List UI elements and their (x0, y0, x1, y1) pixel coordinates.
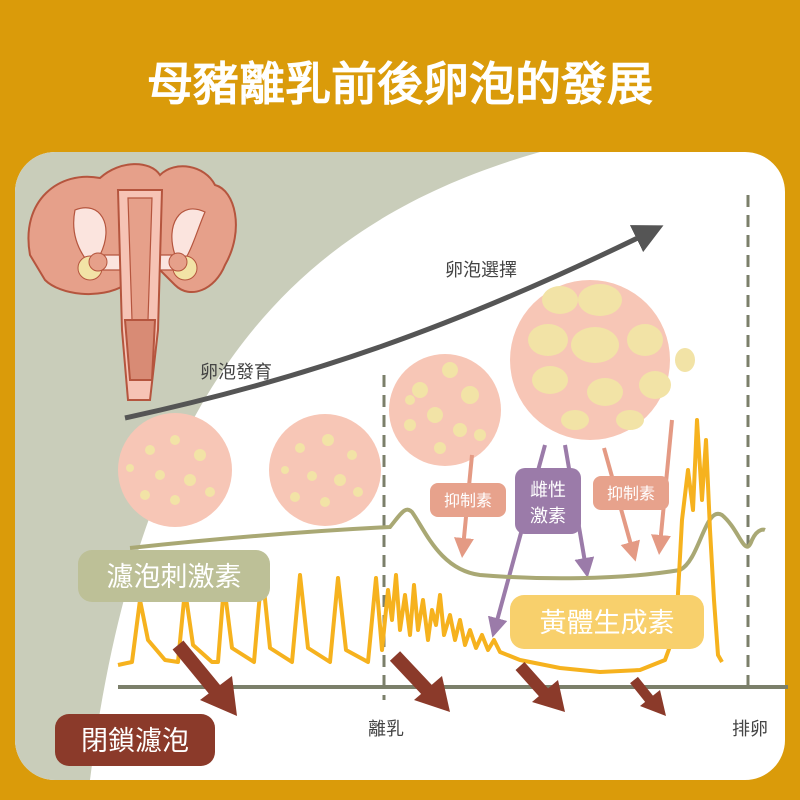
label-follicle-development: 卵泡發育 (200, 362, 272, 383)
ovulation-label: 排卵 (732, 719, 768, 740)
atresia-arrow-3 (515, 662, 565, 712)
atresia-arrow-2 (389, 651, 450, 712)
inhibin-label-1: 抑制素 (444, 491, 492, 510)
atresia-label: 閉鎖濾泡 (81, 726, 189, 757)
inhibin-label-2: 抑制素 (607, 484, 655, 503)
fsh-label: 濾泡刺激素 (107, 562, 242, 593)
follicle-1 (118, 413, 232, 527)
brain-illustration (27, 163, 237, 401)
atresia-arrows (172, 640, 666, 716)
label-follicle-selection: 卵泡選擇 (445, 260, 517, 281)
atresia-arrow-4 (630, 676, 666, 716)
estrogen-label-line1: 雌性 (530, 480, 566, 501)
fsh-line (129, 507, 766, 581)
fsh-badge (78, 550, 270, 602)
follicle-2 (269, 414, 381, 526)
lh-badge (510, 595, 704, 649)
inhibin-badge-1 (430, 483, 506, 517)
atresia-badge (55, 714, 215, 766)
weaning-label: 離乳 (368, 719, 404, 740)
follicle-4 (510, 280, 695, 440)
atresia-arrow-1 (172, 640, 237, 716)
follicle-3 (389, 354, 501, 466)
estrogen-badge (515, 468, 581, 534)
lh-label: 黃體生成素 (540, 608, 675, 639)
inhibin-badge-2 (593, 476, 669, 510)
page-title: 母豬離乳前後卵泡的發展 (147, 57, 653, 111)
trend-arrow (124, 225, 664, 421)
estrogen-label-line2: 激素 (530, 506, 566, 527)
